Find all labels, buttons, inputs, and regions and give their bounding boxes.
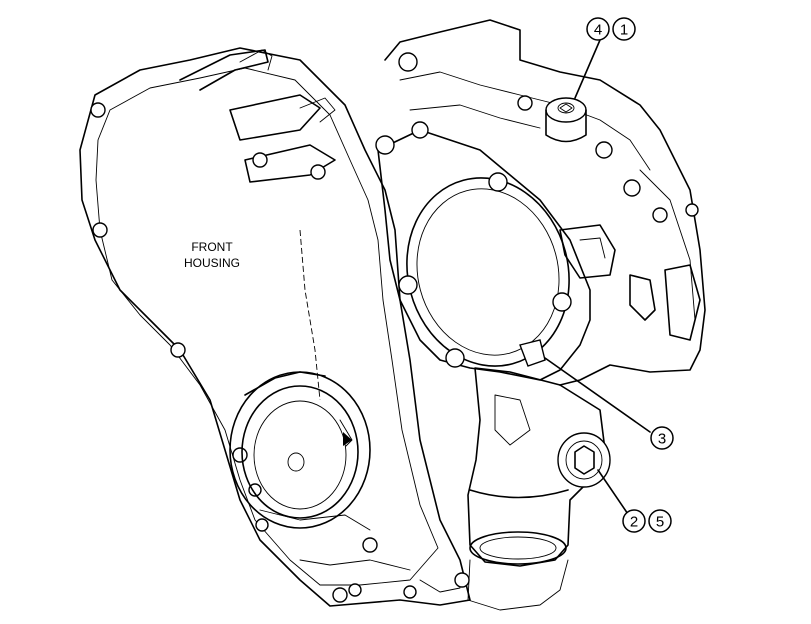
callout-3: 3 [650, 426, 674, 450]
callout-2-5: 2 5 [622, 509, 672, 533]
front-housing [79, 47, 471, 607]
callout-circle-5 [648, 509, 672, 533]
front-housing-label-line2: HOUSING [184, 256, 240, 270]
drain-plug [557, 432, 611, 488]
front-housing-label: FRONT HOUSING [184, 240, 240, 270]
callout-circle-2 [622, 509, 646, 533]
callout-label-1: 1 [620, 22, 628, 39]
callout-label-5: 5 [656, 514, 664, 531]
upper-plug [545, 97, 587, 143]
water-pump [375, 19, 706, 611]
callout-circle-4 [586, 17, 610, 41]
callout-label-2: 2 [630, 514, 638, 531]
callout-circle-3 [650, 426, 674, 450]
callout-label-4: 4 [594, 22, 602, 39]
front-housing-label-line1: FRONT [191, 240, 233, 254]
callout-4-1: 4 1 [586, 17, 636, 41]
callout-label-3: 3 [658, 431, 666, 448]
callout-circle-1 [612, 17, 636, 41]
leader-lines [544, 39, 651, 521]
